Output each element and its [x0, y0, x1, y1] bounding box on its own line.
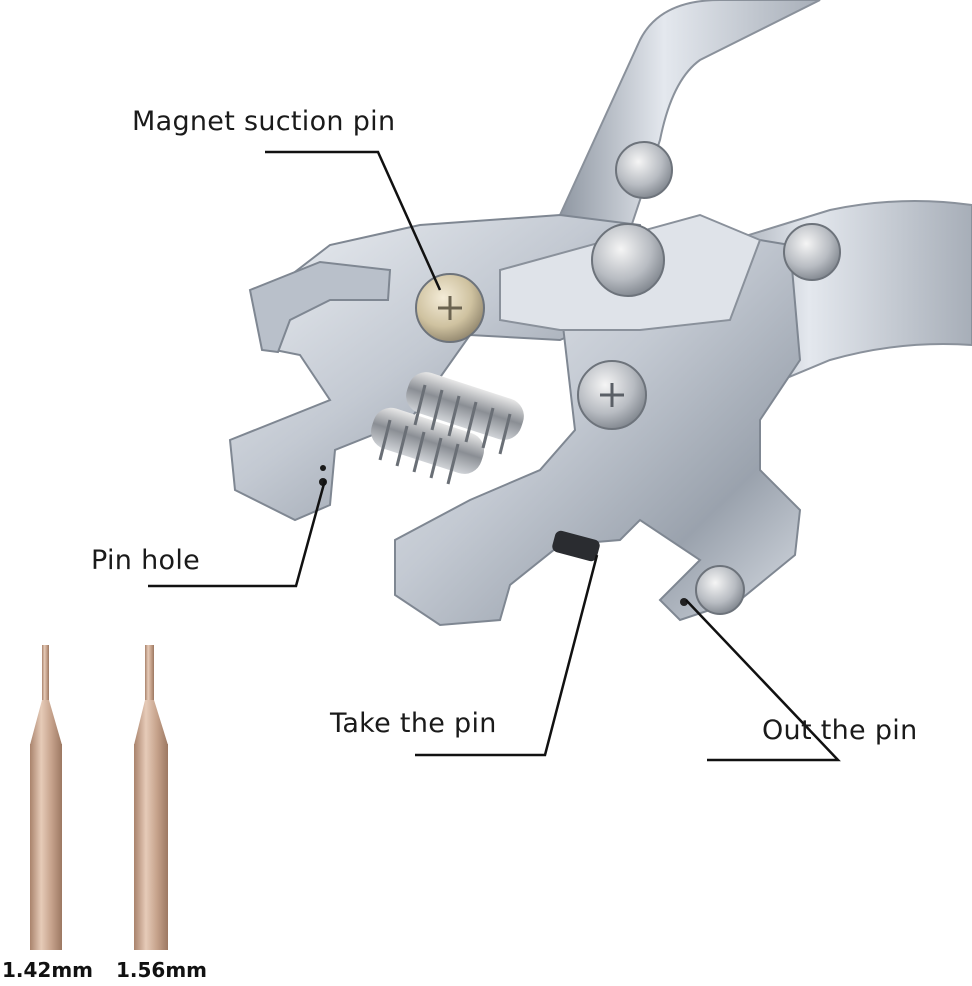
screw: [591, 223, 665, 297]
label-magnet-suction-pin: Magnet suction pin: [132, 106, 396, 137]
screw: [783, 223, 841, 281]
lower-jaw: [394, 228, 802, 627]
loose-pin-1-42mm: [30, 645, 62, 950]
label-take-the-pin: Take the pin: [330, 708, 497, 739]
take-pin-stub: [552, 530, 600, 562]
label-out-the-pin: Out the pin: [762, 715, 918, 746]
screw: [615, 141, 673, 199]
loose-pin-1-56mm: [134, 645, 168, 950]
pin-size-left: 1.42mm: [2, 958, 94, 982]
leader-out-pin: [685, 599, 841, 762]
springs: [371, 372, 524, 485]
pin-size-right: 1.56mm: [116, 958, 208, 982]
out-pin-knob: [695, 565, 745, 615]
label-pin-hole: Pin hole: [91, 545, 201, 576]
leader-lines: [148, 150, 841, 762]
leader-take-pin: [415, 554, 599, 757]
leader-magnet: [265, 150, 442, 291]
upper-handle: [558, 0, 821, 232]
leader-pin-hole: [148, 479, 327, 588]
upper-jaw-hook: [248, 260, 392, 354]
